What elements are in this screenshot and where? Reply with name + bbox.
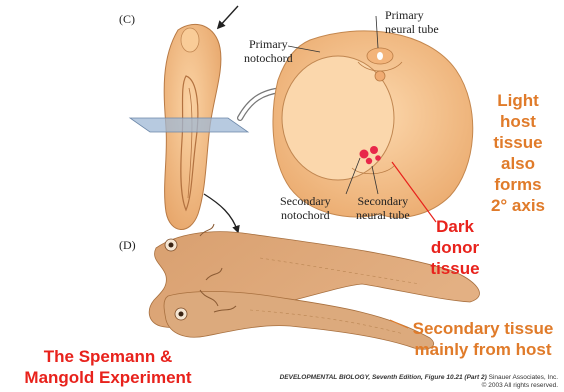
secondary-notochord-line1: Secondary [280, 194, 331, 208]
secondary-tissue-callout: Secondary tissue mainly from host [404, 318, 562, 360]
secondary-neural-tube-label: Secondary neural tube [356, 194, 410, 222]
light-host-line: forms [476, 174, 560, 195]
light-host-callout: Light host tissue also forms 2° axis [476, 90, 560, 216]
primary-neural-tube-line2: neural tube [385, 22, 439, 36]
light-host-line: 2° axis [476, 195, 560, 216]
secondary-tissue-line: Secondary tissue [404, 318, 562, 339]
primary-neural-tube-line1: Primary [385, 8, 439, 22]
light-host-line: Light [476, 90, 560, 111]
dark-donor-line: tissue [412, 258, 498, 279]
light-host-line: also [476, 153, 560, 174]
primary-notochord-label: Primary notochord [244, 37, 293, 65]
primary-notochord-line2: notochord [244, 51, 293, 65]
cross-section [273, 31, 473, 218]
credit-line2: © 2003 All rights reserved. [280, 382, 558, 390]
figure-title: The Spemann & Mangold Experiment [6, 346, 210, 388]
pointer-arrow [218, 6, 238, 28]
dark-donor-line: donor [412, 237, 498, 258]
dark-donor-line: Dark [412, 216, 498, 237]
secondary-notochord-label: Secondary notochord [280, 194, 331, 222]
figure-title-line: Mangold Experiment [6, 367, 210, 388]
secondary-neural-tube-line1: Secondary [356, 194, 410, 208]
panel-d-label: (D) [119, 238, 136, 252]
secondary-tissue-line: mainly from host [404, 339, 562, 360]
credit-source: DEVELOPMENTAL BIOLOGY, Seventh Edition, … [280, 374, 487, 381]
to-larva-arrow [204, 194, 238, 232]
primary-neural-tube-label: Primary neural tube [385, 8, 439, 36]
credit-line1: DEVELOPMENTAL BIOLOGY, Seventh Edition, … [280, 374, 558, 382]
credit-publisher: Sinauer Associates, Inc. [489, 374, 558, 381]
secondary-notochord-line2: notochord [280, 208, 331, 222]
section-plane [130, 118, 248, 132]
light-host-line: tissue [476, 132, 560, 153]
primary-notochord-line1: Primary [244, 37, 293, 51]
figure-title-line: The Spemann & [6, 346, 210, 367]
secondary-neural-tube-line2: neural tube [356, 208, 410, 222]
panel-c-label: (C) [119, 12, 135, 26]
dark-donor-callout: Dark donor tissue [412, 216, 498, 279]
figure-credit: DEVELOPMENTAL BIOLOGY, Seventh Edition, … [280, 374, 558, 390]
light-host-line: host [476, 111, 560, 132]
